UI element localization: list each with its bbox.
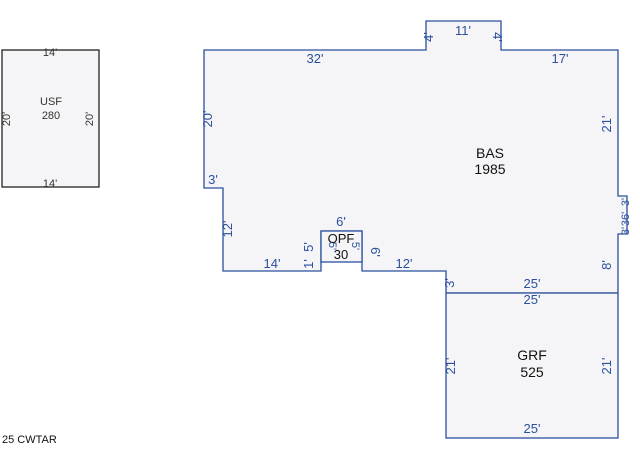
usf-section: 14' 14' 20' 20' USF 280 [1,47,100,190]
bas-dim-right-upper: 21' [599,116,614,133]
bas-dim-right-bump-c: 3' [620,227,632,235]
opf-outline [320,230,363,263]
usf-top-dim: 14' [43,47,57,59]
bas-area-label: 1985 [474,161,505,177]
opf-top-dim: 6' [336,214,346,229]
opf-right-dim: 5' [349,242,361,250]
bas-dim-left-lower: 12' [220,221,235,238]
bas-dim-drop: 3' [442,278,457,288]
opf-left-dim: 5' [326,242,338,250]
bas-dim-bump-top: 11' [455,23,471,38]
bas-dim-notch-right: 6' [368,247,383,257]
bas-dim-bottom-mid: 12' [396,256,413,271]
bas-dim-notch-left-b: 5' [301,242,316,252]
opf-code-label: OPF [328,231,355,246]
grf-code-label: GRF [517,347,547,363]
bas-section: 32' 4' 11' 4' 17' 20' 3' 12' 14' 1' 5' 6… [200,20,632,294]
usf-bottom-dim: 14' [43,178,57,190]
bas-dim-bottom-left: 14' [264,256,281,271]
bas-dim-notch-left-a: 1' [301,259,316,269]
bas-dim-bottom-right: 25' [524,276,541,291]
usf-right-dim: 20' [84,112,96,126]
usf-area-label: 280 [42,110,60,122]
usf-outline [1,49,100,188]
bas-dim-top-left: 32' [307,51,324,66]
bas-dim-left-upper: 20' [200,111,215,128]
grf-top-dim: 25' [524,292,541,307]
grf-right-dim: 21' [599,358,614,375]
usf-left-dim: 20' [1,112,13,126]
grf-left-dim: 21' [443,358,458,375]
bas-dim-left-step: 3' [208,172,218,187]
grf-area-label: 525 [520,364,544,380]
bas-dim-top-right: 17' [552,51,569,66]
grf-section: 25' 25' 21' 21' GRF 525 [443,292,619,439]
bas-dim-bump-left: 4' [421,32,436,42]
bas-code-label: BAS [476,145,504,161]
bas-dim-right-bump-a: 3' [620,198,632,206]
bas-dim-bump-right: 4' [490,32,505,42]
grf-outline [445,292,619,439]
footer-code: 25 CWTAR [2,434,57,446]
bas-dim-right-bump-b: 36' [620,212,632,226]
usf-code-label: USF [40,96,62,108]
grf-bottom-dim: 25' [524,421,541,436]
opf-section: 6' 5' 5' OPF 30 [320,214,363,263]
opf-area-label: 30 [334,247,348,262]
bas-dim-right-lower: 8' [599,260,614,270]
